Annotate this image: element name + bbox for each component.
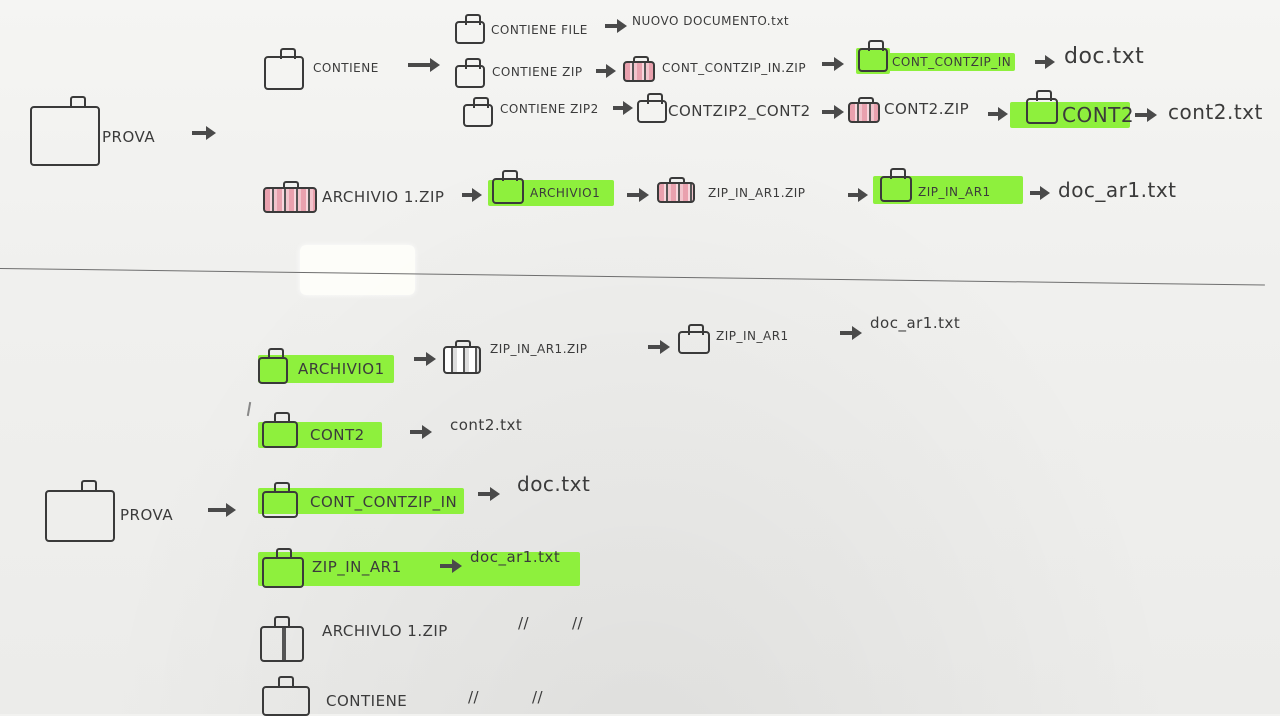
archivio1-zip-label: ARCHIVIO 1.ZIP <box>322 188 445 206</box>
zip-folder-icon <box>848 97 880 123</box>
folder-icon <box>858 40 888 72</box>
pencil-tick <box>246 401 252 417</box>
folder-icon <box>455 14 485 44</box>
highlight-box <box>873 176 1023 204</box>
arrow-right-icon <box>410 425 432 439</box>
ditto-mark: // <box>518 614 530 632</box>
arrow-right-icon <box>605 19 627 33</box>
zip-folder-icon <box>263 181 317 213</box>
ditto-mark: // <box>468 688 480 706</box>
archivio1-label: ARCHIVIO1 <box>530 186 601 200</box>
highlight-box <box>258 422 382 448</box>
zip-in-ar1-zip-label-bottom: ZIP_IN_AR1.ZIP <box>490 342 588 356</box>
arrow-right-icon <box>462 188 482 202</box>
archivio1-label-bottom: ARCHIVIO1 <box>298 360 385 378</box>
folder-icon <box>264 48 304 90</box>
cont2-label-bottom: CONT2 <box>310 426 365 444</box>
nuovo-documento-label: NUOVO DOCUMENTO.txt <box>632 14 790 28</box>
zip-folder-icon <box>623 56 655 82</box>
cont2-zip-label: CONT2.ZIP <box>884 100 970 118</box>
cont-contzip-in-label-bottom: CONT_CONTZIP_IN <box>310 493 458 511</box>
archivlo1-zip-label: ARCHIVLO 1.ZIP <box>322 622 448 640</box>
contiene-label-bottom: CONTIENE <box>326 692 408 710</box>
cont-contzip-in-label: CONT_CONTZIP_IN <box>888 53 1016 71</box>
arrow-right-icon <box>192 126 216 140</box>
zip-in-ar1-label-bottom: ZIP_IN_AR1 <box>716 329 789 343</box>
zip-in-ar1-label-bottom2: ZIP_IN_AR1 <box>312 558 402 576</box>
arrow-right-icon <box>440 559 462 573</box>
arrow-right-icon <box>208 503 236 517</box>
arrow-right-icon <box>822 57 844 71</box>
arrow-right-icon <box>408 58 440 72</box>
highlight-box <box>258 552 580 586</box>
doc-ar1-txt-label-bottom: doc_ar1.txt <box>870 314 961 332</box>
contiene-label: CONTIENE <box>313 61 379 75</box>
zip-in-ar1-zip-label: ZIP_IN_AR1.ZIP <box>708 186 806 200</box>
doc-ar1-txt-label: doc_ar1.txt <box>1058 178 1177 202</box>
arrow-right-icon <box>848 188 868 202</box>
folder-icon <box>678 324 710 354</box>
cont2-txt-label-bottom: cont2.txt <box>450 416 523 434</box>
arrow-right-icon <box>988 107 1008 121</box>
folder-icon <box>45 480 115 542</box>
contiene-zip2-label: CONTIENE ZIP2 <box>500 102 599 116</box>
doc-ar1-txt-label-bottom2: doc_ar1.txt <box>470 548 561 566</box>
doc-txt-label: doc.txt <box>1064 44 1145 69</box>
zip-folder-icon <box>443 340 481 374</box>
folder-icon <box>262 676 310 716</box>
folder-icon <box>262 548 304 588</box>
arrow-right-icon <box>414 352 436 366</box>
root-prova-label-bottom: PROVA <box>120 506 174 524</box>
arrow-right-icon <box>596 64 616 78</box>
doc-txt-label-bottom: doc.txt <box>517 472 591 496</box>
tape-strip <box>300 245 415 295</box>
folder-icon <box>463 97 493 127</box>
folder-icon <box>637 93 667 123</box>
folder-icon <box>30 96 100 166</box>
cont2-label: CONT2 <box>1062 103 1135 127</box>
folder-icon <box>880 168 912 202</box>
arrow-right-icon <box>1035 55 1055 69</box>
arrow-right-icon <box>648 340 670 354</box>
cont2-txt-label: cont2.txt <box>1168 100 1263 124</box>
contiene-zip-label: CONTIENE ZIP <box>492 65 583 79</box>
zip-in-ar1-label: ZIP_IN_AR1 <box>918 185 991 199</box>
folder-icon <box>1026 90 1058 124</box>
root-prova-label: PROVA <box>102 128 156 146</box>
arrow-right-icon <box>627 188 649 202</box>
highlight-box <box>488 180 614 206</box>
folder-icon <box>455 58 485 88</box>
cont-contzip-in-zip-label: CONT_CONTZIP_IN.ZIP <box>662 61 807 75</box>
arrow-right-icon <box>840 326 862 340</box>
arrow-right-icon <box>478 487 500 501</box>
folder-icon <box>262 412 298 448</box>
ditto-mark: // <box>572 614 584 632</box>
zip-folder-icon <box>657 177 695 203</box>
zip-folder-icon <box>260 616 304 662</box>
arrow-right-icon <box>1135 108 1157 122</box>
arrow-right-icon <box>822 105 844 119</box>
arrow-right-icon <box>1030 186 1050 200</box>
contiene-file-label: CONTIENE FILE <box>491 23 588 37</box>
section-divider <box>0 268 1265 286</box>
folder-icon <box>262 482 298 518</box>
contzip2-cont2-label: CONTZIP2_CONT2 <box>668 102 811 120</box>
folder-icon <box>492 170 524 204</box>
ditto-mark: // <box>532 688 544 706</box>
folder-icon <box>258 348 288 384</box>
arrow-right-icon <box>613 101 633 115</box>
highlight-box <box>258 355 394 383</box>
